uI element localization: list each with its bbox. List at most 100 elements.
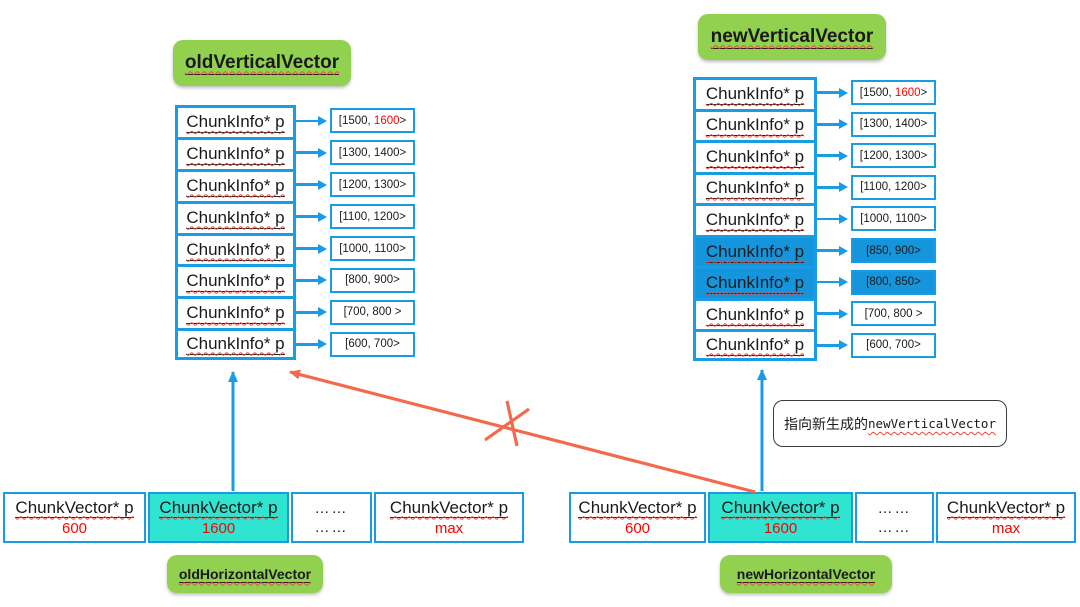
range-box: [800, 900> [330,267,415,293]
range-box: [600, 700> [330,331,415,357]
underlined-text-inner: ChunkInfo* p [186,207,285,227]
range-text: [700, 800 > [864,307,923,320]
new-vertical-vector-table: ChunkInfo* p [1500, 1600> ChunkInfo* p [130… [693,77,936,361]
annotation-chinese-text: 指向新生成的 [784,415,869,432]
chunkvector-cell-value: …… [314,518,349,536]
range-box: [1200, 1300> [330,172,415,198]
range-arrow-icon [817,280,839,284]
chunkinfo-cell: ChunkInfo* p [175,264,296,297]
range-text: [1200, 1300> [859,149,928,162]
chunkvector-cell-value: max [434,519,464,537]
range-arrow-icon [296,310,318,314]
underlined-text: ChunkInfo* p [186,144,285,165]
old-vertical-vector-label: oldVerticalVector [173,40,351,86]
underlined-text: ChunkVector* p [15,497,134,518]
chunkinfo-row: ChunkInfo* p [1000, 1100> [175,232,415,265]
chunkvector-cell-title: ChunkVector* p [15,497,134,519]
underlined-text-inner: ChunkInfo* p [705,115,805,135]
range-text: [600, 700> [866,339,921,352]
range-arrow-icon [296,215,318,219]
chunkinfo-cell: ChunkInfo* p [693,203,817,235]
range-box: [600, 700> [851,332,936,358]
underlined-text-inner: ChunkVector* p [578,497,697,517]
range-red-value: 1600 [373,114,400,127]
chunkvector-cell: ………… [855,492,934,543]
underlined-text: ChunkInfo* p [705,241,805,263]
underlined-text-inner: ChunkInfo* p [705,241,805,261]
range-arrow-icon [296,247,318,250]
underlined-text: ChunkVector* p [389,497,509,518]
underlined-text: ChunkVector* p [721,497,840,518]
range-arrow-icon [817,154,839,158]
range-arrow-icon [817,122,839,126]
chunkinfo-row: ChunkInfo* p [800, 900> [175,264,415,297]
chunkinfo-cell: ChunkInfo* p [175,105,296,137]
chunkinfo-row: ChunkInfo* p [1500, 1600> [693,77,936,109]
range-box: [1500, 1600> [851,80,936,106]
underlined-text-inner: ChunkVector* p [721,497,840,517]
chunkinfo-row: ChunkInfo* p [1100, 1200> [175,200,415,233]
chunkinfo-row: ChunkInfo* p [700, 800 > [693,297,936,330]
chunkinfo-cell: ChunkInfo* p [175,232,296,265]
underlined-text-inner: ChunkInfo* p [705,304,805,324]
underlined-text-inner: ChunkInfo* p [186,175,285,195]
chunkinfo-row: ChunkInfo* p[800, 850> [693,266,936,298]
chunkvector-cell-title: …… [877,499,912,517]
chunkinfo-cell: ChunkInfo* p [175,168,296,201]
underlined-text-inner: ChunkInfo* p [186,111,285,131]
underlined-text-inner: ChunkInfo* p [705,209,805,229]
underlined-text-inner: ChunkInfo* p [705,178,805,198]
range-box: [1100, 1200> [851,174,936,200]
chunkinfo-row: ChunkInfo* p[1500, 1600> [175,105,415,137]
chunkvector-cell-title: ChunkVector* p [946,497,1066,519]
underlined-text: ChunkInfo* p [705,209,805,231]
underlined-text: ChunkInfo* p [705,335,805,356]
underlined-text-inner: ChunkInfo* p [186,239,285,259]
underlined-text: ChunkInfo* p [186,303,285,325]
underlined-text-inner: ChunkInfo* p [186,303,285,323]
old-vertical-vector-table: ChunkInfo* p[1500, 1600>ChunkInfo* p[130… [175,105,415,361]
chunkvector-cell-value: 600 [61,519,88,537]
range-text: [1500, [859,86,895,99]
underlined-text-inner: ChunkVector* p [15,497,134,517]
range-arrow-icon [296,119,318,123]
chunkinfo-cell: ChunkInfo* p [175,328,296,361]
underlined-text: ChunkVector* p [578,497,697,518]
underlined-text-inner: ChunkInfo* p [186,333,285,353]
chunkvector-cell-value: 600 [624,519,651,537]
range-text: [600, 700> [345,338,400,351]
chunkinfo-cell: ChunkInfo* p [693,266,817,298]
chunkvector-cell-value: max [991,519,1021,537]
range-text: [1100, 1200> [339,210,406,223]
underlined-text: ChunkInfo* p [186,111,285,133]
chunkvector-cell-value: 1600 [763,519,798,537]
range-box: [1200, 1300> [851,143,936,169]
range-text: [1300, 1400> [859,118,928,131]
chunkinfo-row: ChunkInfo* p[1300, 1400> [175,136,415,169]
range-arrow-icon [296,279,318,282]
underlined-text: ChunkInfo* p [186,271,285,293]
range-arrow-icon [817,312,839,315]
range-box: [1000, 1100> [330,236,415,261]
chunkinfo-cell: ChunkInfo* p [175,200,296,233]
chunkvector-cell-value: …… [877,518,912,536]
new-horizontal-vector-label: newHorizontalVector [720,555,892,593]
annotation-code-text: newVerticalVector [868,416,996,431]
chunkinfo-cell: ChunkInfo* p [693,77,817,109]
chunkvector-cell-title: …… [314,499,349,517]
chunkvector-cell-title: ChunkVector* p [159,497,278,519]
range-arrow-icon [296,183,318,187]
chunkvector-cell: ChunkVector* p 1600 [708,492,853,543]
range-box: [700, 800 > [851,301,936,327]
underlined-text: ChunkInfo* p [186,175,285,197]
underlined-text-inner: ChunkInfo* p [705,83,805,103]
chunkinfo-row: ChunkInfo* p[700, 800 > [175,296,415,329]
cross-x-mark [484,407,530,442]
chunkinfo-row: ChunkInfo* p [600, 700> [693,329,936,361]
underlined-text-inner: ChunkInfo* p [705,273,805,293]
chunkinfo-cell: ChunkInfo* p [693,171,817,204]
chunkinfo-cell: ChunkInfo* p [175,136,296,169]
old-horizontal-vector-label: oldHorizontalVector [167,555,323,593]
underlined-text: ChunkInfo* p [705,83,805,105]
